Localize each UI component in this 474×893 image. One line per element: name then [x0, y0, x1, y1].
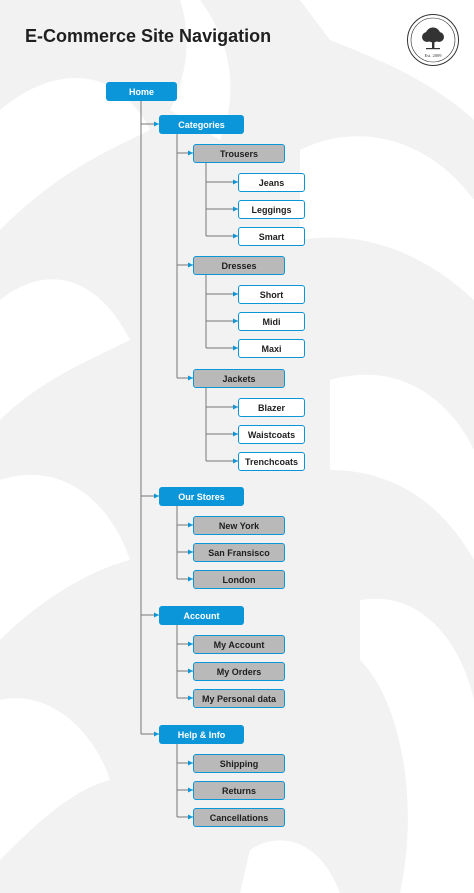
- node-blazer[interactable]: Blazer: [238, 398, 305, 417]
- node-cancellations[interactable]: Cancellations: [193, 808, 285, 827]
- node-jeans[interactable]: Jeans: [238, 173, 305, 192]
- node-midi[interactable]: Midi: [238, 312, 305, 331]
- node-trousers[interactable]: Trousers: [193, 144, 285, 163]
- logo-est-text: Est. 2009: [424, 53, 442, 58]
- node-new-york[interactable]: New York: [193, 516, 285, 535]
- logo: Est. 2009: [407, 14, 459, 66]
- node-my-account[interactable]: My Account: [193, 635, 285, 654]
- node-jackets[interactable]: Jackets: [193, 369, 285, 388]
- node-returns[interactable]: Returns: [193, 781, 285, 800]
- node-short[interactable]: Short: [238, 285, 305, 304]
- node-my-orders[interactable]: My Orders: [193, 662, 285, 681]
- node-london[interactable]: London: [193, 570, 285, 589]
- node-account[interactable]: Account: [159, 606, 244, 625]
- node-shipping[interactable]: Shipping: [193, 754, 285, 773]
- node-my-personal-data[interactable]: My Personal data: [193, 689, 285, 708]
- node-dresses[interactable]: Dresses: [193, 256, 285, 275]
- node-san-fransisco[interactable]: San Fransisco: [193, 543, 285, 562]
- node-our-stores[interactable]: Our Stores: [159, 487, 244, 506]
- node-smart[interactable]: Smart: [238, 227, 305, 246]
- node-maxi[interactable]: Maxi: [238, 339, 305, 358]
- tree-icon: [422, 27, 444, 50]
- page-title: E-Commerce Site Navigation: [25, 26, 272, 46]
- node-help-info[interactable]: Help & Info: [159, 725, 244, 744]
- node-leggings[interactable]: Leggings: [238, 200, 305, 219]
- node-categories[interactable]: Categories: [159, 115, 244, 134]
- node-trenchcoats[interactable]: Trenchcoats: [238, 452, 305, 471]
- node-waistcoats[interactable]: Waistcoats: [238, 425, 305, 444]
- node-home[interactable]: Home: [106, 82, 177, 101]
